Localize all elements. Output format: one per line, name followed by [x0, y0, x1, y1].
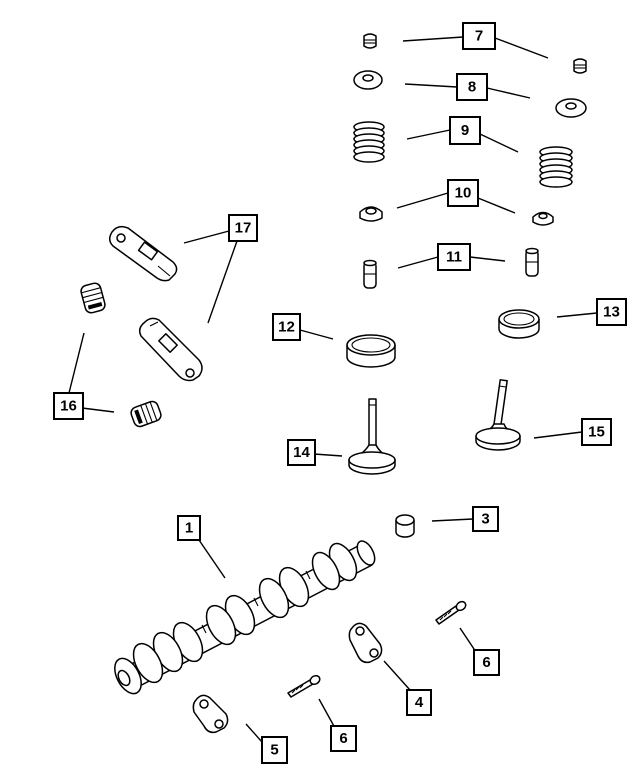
callout-1: 1 — [177, 515, 201, 541]
callout-label: 9 — [461, 122, 469, 139]
leader-14 — [313, 453, 343, 457]
leader-12 — [299, 329, 334, 340]
callout-11: 11 — [437, 243, 471, 271]
callout-label: 12 — [278, 319, 295, 336]
callout-16: 16 — [53, 392, 84, 420]
callout-label: 6 — [339, 730, 347, 747]
callout-9: 9 — [449, 116, 481, 145]
valve-seat-insert-icon — [346, 334, 396, 368]
leader-9-right — [479, 133, 519, 153]
leader-17-left — [183, 230, 230, 244]
callout-17: 17 — [228, 214, 258, 242]
plug-icon — [395, 514, 415, 538]
callout-10: 10 — [447, 179, 479, 207]
callout-6-right: 6 — [473, 649, 500, 676]
leader-4 — [383, 660, 411, 691]
spring-retainer-icon — [555, 98, 587, 118]
valve-spring-icon — [353, 121, 385, 163]
leader-15 — [533, 431, 583, 439]
callout-8: 8 — [456, 73, 488, 101]
lash-adjuster-icon — [130, 400, 162, 428]
callout-label: 16 — [60, 398, 77, 415]
spring-retainer-icon — [353, 70, 383, 90]
callout-label: 10 — [455, 185, 472, 202]
callout-13: 13 — [596, 298, 627, 326]
exhaust-valve-icon — [475, 379, 521, 451]
camshaft-icon — [114, 540, 376, 695]
callout-7: 7 — [462, 22, 496, 50]
callout-4: 4 — [406, 689, 432, 716]
leader-9-left — [406, 129, 451, 140]
lash-adjuster-icon — [80, 282, 106, 314]
callout-label: 1 — [185, 520, 193, 537]
callout-label: 15 — [588, 424, 605, 441]
callout-6-bottom: 6 — [330, 725, 357, 752]
callout-15: 15 — [581, 418, 612, 446]
callout-label: 6 — [482, 654, 490, 671]
valve-seal-icon — [359, 206, 383, 222]
leader-10-right — [477, 197, 516, 214]
leader-16-up — [68, 332, 85, 394]
callout-label: 8 — [468, 79, 476, 96]
callout-12: 12 — [272, 313, 301, 341]
leader-8-left — [404, 83, 458, 88]
callout-14: 14 — [287, 439, 316, 466]
callout-label: 3 — [481, 511, 489, 528]
callout-label: 13 — [603, 304, 620, 321]
bearing-cap-icon — [192, 694, 229, 734]
leader-17-down — [207, 240, 238, 324]
bolt-icon — [287, 674, 321, 698]
callout-5: 5 — [261, 736, 288, 764]
valve-seal-icon — [532, 211, 554, 226]
leader-7-right — [494, 37, 549, 59]
valve-guide-icon — [363, 259, 377, 289]
leader-6-bottom — [318, 698, 336, 729]
leader-6-right — [459, 627, 477, 653]
leader-11-right — [469, 256, 506, 262]
valve-keeper-icon — [573, 58, 587, 74]
leader-10-left — [396, 192, 449, 209]
valve-keeper-icon — [363, 33, 377, 49]
leader-13 — [556, 312, 598, 318]
callout-label: 17 — [235, 220, 252, 237]
callout-label: 4 — [415, 694, 424, 711]
valve-seat-insert-icon — [498, 309, 540, 339]
bolt-icon — [435, 600, 467, 625]
leader-5 — [245, 723, 263, 743]
bearing-cap-icon — [348, 622, 383, 664]
rocker-arm-icon — [138, 317, 203, 382]
intake-valve-icon — [348, 398, 396, 475]
leader-11-left — [397, 256, 439, 269]
callout-label: 11 — [446, 249, 462, 266]
leader-lines — [68, 36, 598, 743]
callout-label: 5 — [270, 742, 278, 759]
callout-3: 3 — [472, 506, 499, 532]
valve-guide-icon — [525, 247, 539, 277]
leader-8-right — [486, 87, 531, 99]
leader-7-left — [402, 36, 464, 42]
rocker-arm-icon — [109, 225, 178, 282]
callout-label: 7 — [475, 28, 483, 45]
leader-16-right — [81, 407, 115, 413]
callout-label: 14 — [293, 444, 310, 461]
leader-1 — [198, 539, 226, 579]
valve-spring-icon — [539, 146, 573, 188]
leader-3 — [431, 518, 474, 522]
